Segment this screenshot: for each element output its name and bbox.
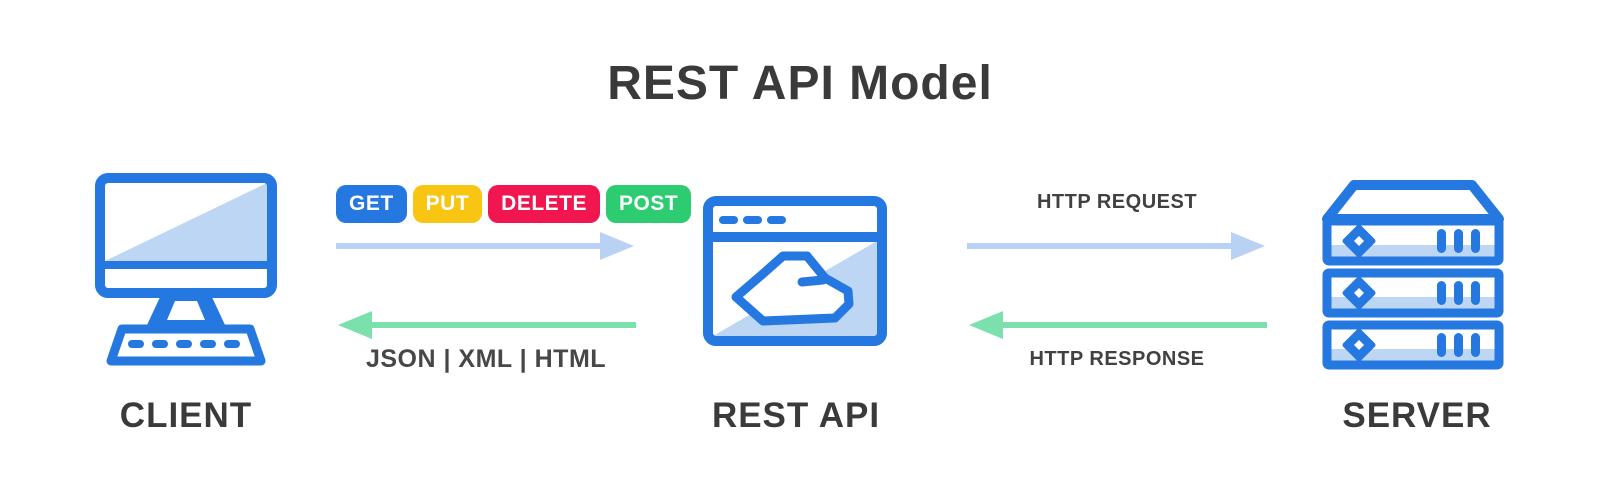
server-unit (1322, 216, 1504, 266)
vent-bar (1471, 229, 1480, 253)
keyboard-key (224, 340, 240, 348)
cloud-icon (731, 251, 854, 326)
client-response-arrow-icon (338, 311, 636, 339)
server-stack-icon (1322, 180, 1504, 370)
keyboard-key (152, 340, 168, 348)
monitor-stand-inner (167, 301, 205, 320)
keyboard-key (176, 340, 192, 348)
desktop-computer-icon (95, 173, 277, 366)
http-response-label: HTTP RESPONSE (1029, 348, 1205, 370)
diagram-title: REST API Model (607, 57, 993, 110)
client-label: CLIENT (119, 396, 253, 435)
server-response-arrow-icon (969, 311, 1267, 339)
http-request-label: HTTP REQUEST (1036, 191, 1198, 213)
server-unit (1322, 268, 1504, 318)
server-label: SERVER (1342, 396, 1492, 435)
vent-bar (1454, 333, 1463, 357)
browser-cloud-icon (703, 196, 887, 346)
server-request-arrow-icon (967, 232, 1265, 260)
keyboard-key (128, 340, 144, 348)
browser-toolbar-line (711, 232, 879, 242)
vent-bar (1454, 229, 1463, 253)
client-request-arrow-icon (336, 232, 634, 260)
server-lid (1322, 180, 1504, 224)
monitor-frame (95, 173, 277, 298)
post-badge: POST (606, 185, 692, 223)
vent-bar (1437, 281, 1446, 305)
response-formats-label: JSON | XML | HTML (365, 345, 607, 373)
vent-bar (1437, 229, 1446, 253)
http-method-badges: GET PUT DELETE POST (336, 185, 692, 223)
rest-api-label: REST API (711, 396, 881, 435)
vent-bar (1471, 333, 1480, 357)
keyboard-key (200, 340, 216, 348)
browser-dot (719, 216, 738, 224)
browser-dot (743, 216, 762, 224)
monitor-screen-shade (105, 183, 267, 261)
vent-bar (1454, 281, 1463, 305)
vent-bar (1437, 333, 1446, 357)
delete-badge: DELETE (488, 185, 601, 223)
monitor-bezel-line (105, 261, 267, 269)
put-badge: PUT (412, 185, 483, 223)
vent-bar (1471, 281, 1480, 305)
cloud-fold-line (797, 275, 828, 287)
get-badge: GET (336, 185, 407, 223)
browser-dot (767, 216, 786, 224)
browser-frame (703, 196, 887, 346)
server-unit (1322, 320, 1504, 370)
